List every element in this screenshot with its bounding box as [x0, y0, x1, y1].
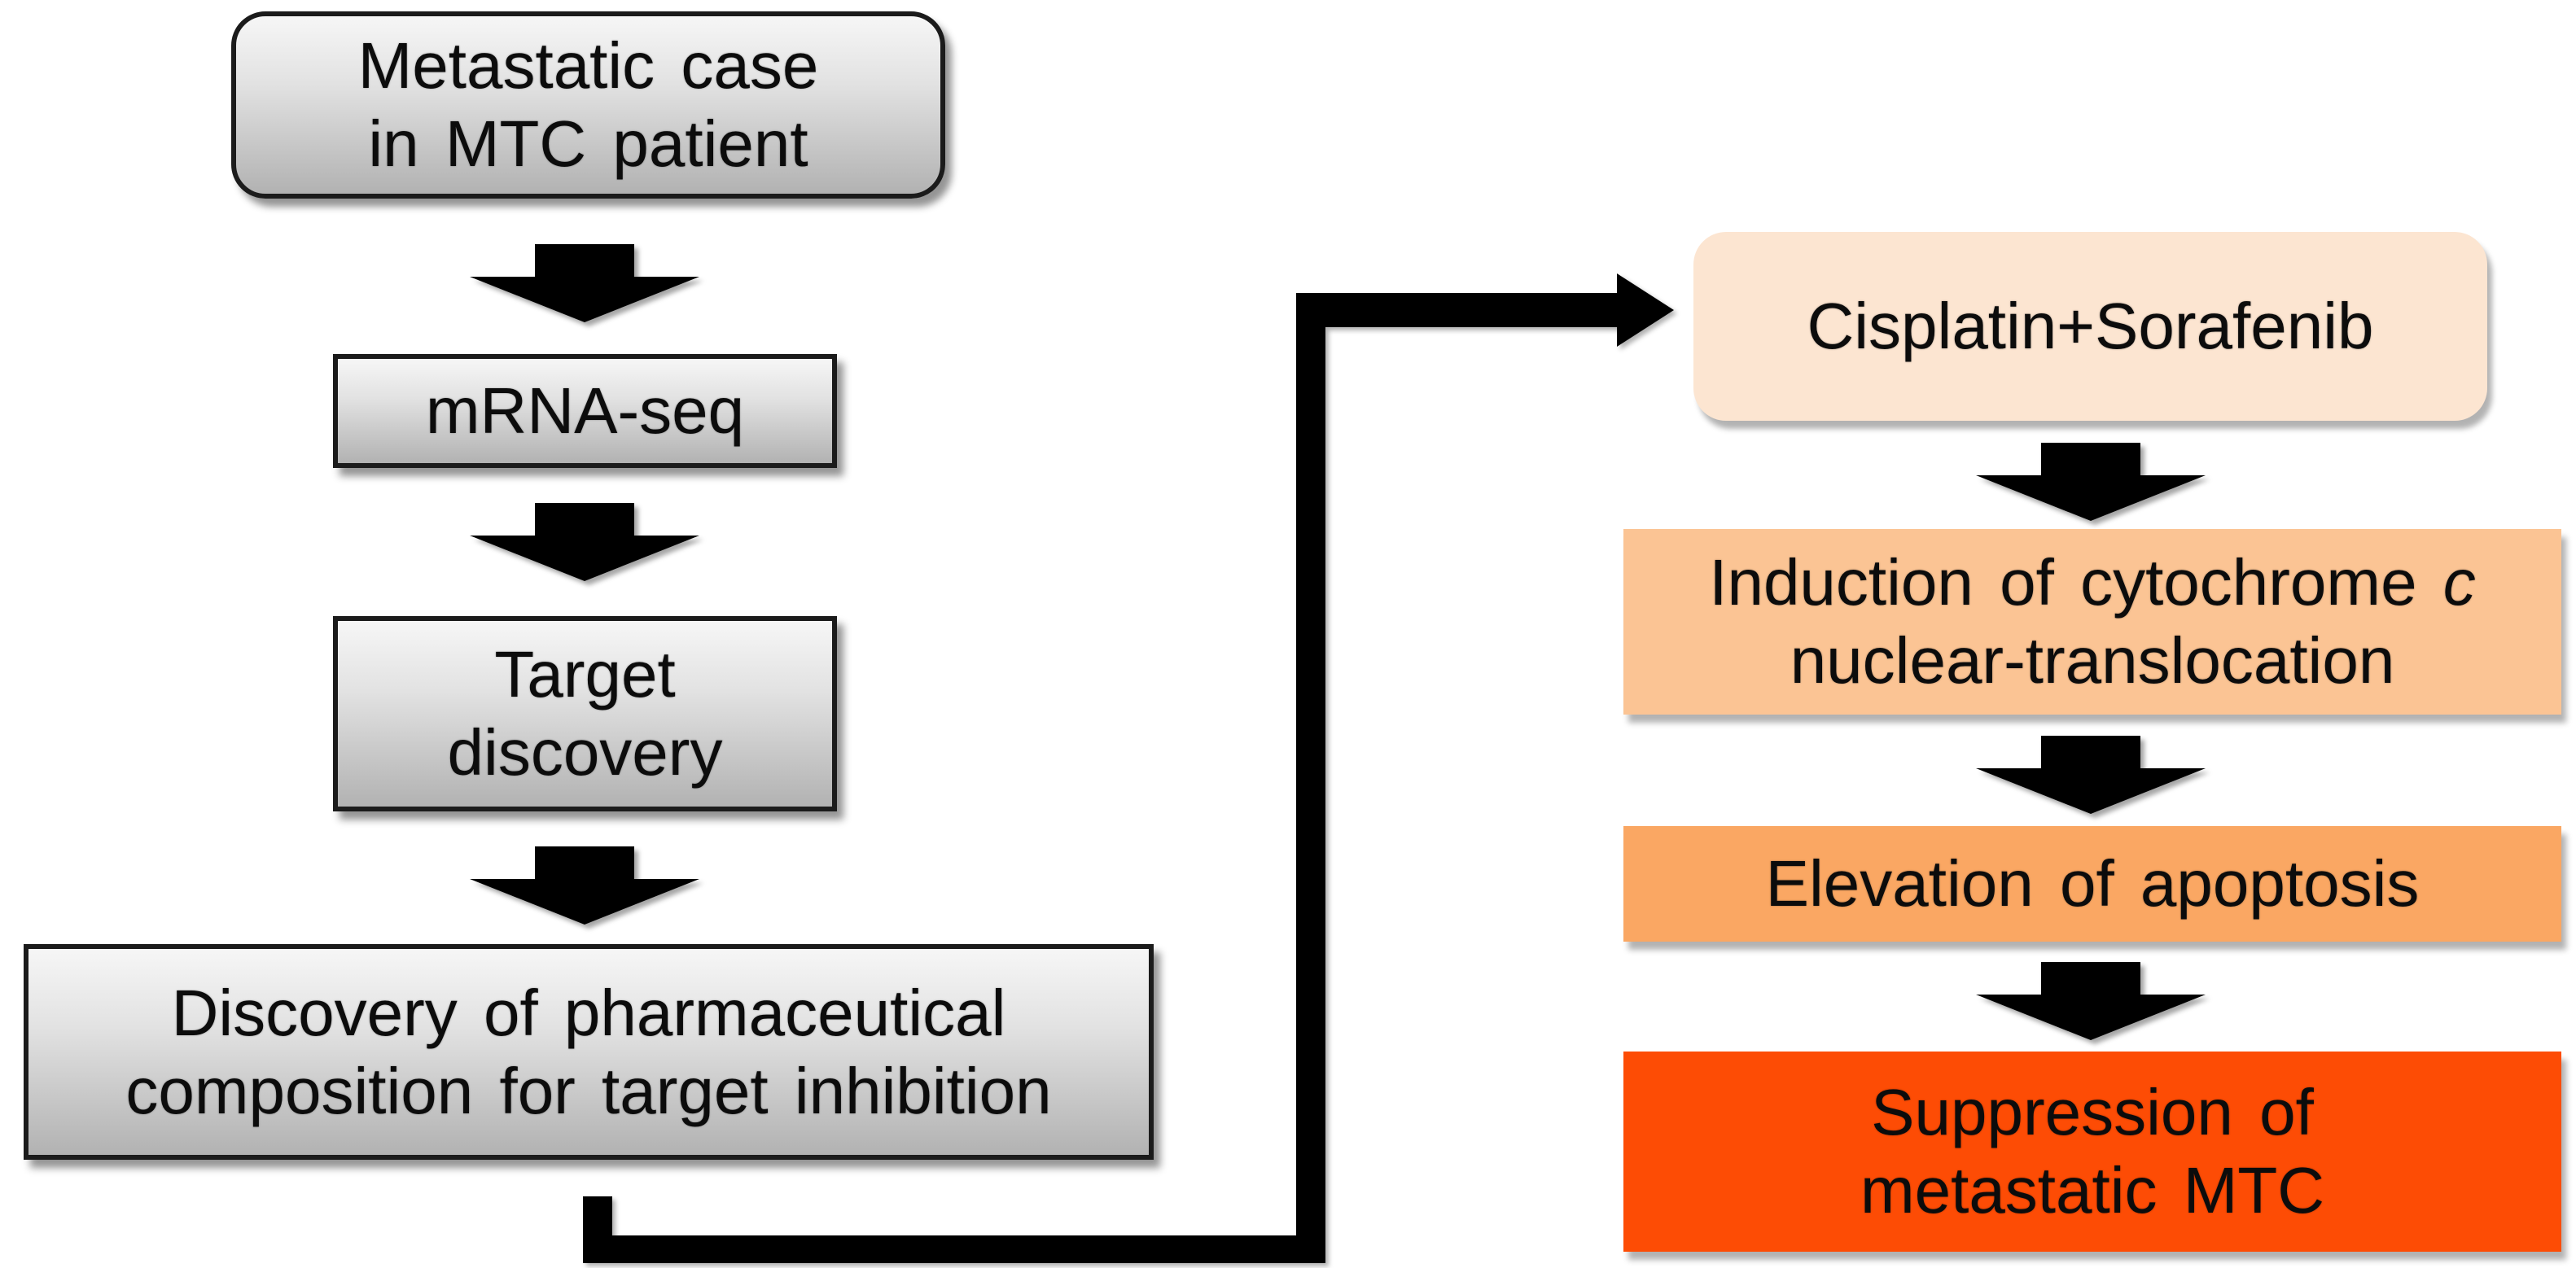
box-label-part: Induction of cytochrome	[1709, 546, 2443, 619]
arrow-stem	[535, 503, 634, 537]
box-label-line: in MTC patient	[368, 107, 808, 180]
box-label-line: discovery	[447, 716, 723, 789]
box-label-line: Induction of cytochrome c	[1709, 544, 2476, 622]
box-label-line: Target	[494, 638, 676, 711]
down-arrow-icon	[470, 244, 699, 322]
right-arrow-head-icon	[1617, 273, 1674, 347]
arrow-stem	[2041, 443, 2140, 477]
down-arrow-icon	[1976, 962, 2206, 1040]
down-arrow-icon	[1976, 736, 2206, 814]
box-metastatic-case: Metastatic case in MTC patient	[231, 11, 945, 199]
arrow-stem	[535, 846, 634, 881]
down-arrow-icon	[1976, 443, 2206, 521]
box-label-line: mRNA-seq	[425, 374, 745, 447]
arrow-stem	[2041, 736, 2140, 770]
box-label-line: nuclear-translocation	[1790, 624, 2395, 697]
arrow-head	[470, 879, 699, 925]
box-label-line: Elevation of apoptosis	[1765, 847, 2420, 920]
arrow-head	[470, 536, 699, 581]
down-arrow-icon	[470, 846, 699, 925]
box-mrna-seq: mRNA-seq	[333, 354, 837, 468]
arrow-stem	[2041, 962, 2140, 996]
box-label-line: Cisplatin+Sorafenib	[1807, 290, 2374, 362]
down-arrow-icon	[470, 503, 699, 581]
arrow-head	[1976, 995, 2206, 1040]
arrow-head	[470, 277, 699, 322]
arrow-head	[1976, 768, 2206, 814]
box-label-line: Metastatic case	[357, 29, 819, 102]
elbow-segment-up	[1296, 293, 1325, 1263]
arrow-head	[1976, 475, 2206, 521]
italic-c-label: c	[2442, 546, 2476, 619]
box-target-discovery: Target discovery	[333, 616, 837, 811]
box-label-line: Discovery of pharmaceutical	[171, 976, 1006, 1049]
elbow-segment-down	[583, 1196, 612, 1263]
elbow-segment-stem	[1296, 293, 1617, 327]
box-label-line: Suppression of	[1871, 1076, 2314, 1148]
elbow-segment-bottom	[583, 1235, 1325, 1263]
box-mtc-suppression: Suppression of metastatic MTC	[1623, 1052, 2561, 1252]
box-cytochrome-induction: Induction of cytochrome c nuclear-transl…	[1623, 529, 2561, 715]
box-pharma-discovery: Discovery of pharmaceutical composition …	[24, 944, 1154, 1160]
box-label-line: composition for target inhibition	[125, 1054, 1052, 1127]
arrow-stem	[535, 244, 634, 278]
box-cisplatin-sorafenib: Cisplatin+Sorafenib	[1693, 232, 2487, 421]
box-apoptosis-elevation: Elevation of apoptosis	[1623, 826, 2561, 942]
box-label-line: metastatic MTC	[1860, 1154, 2325, 1226]
